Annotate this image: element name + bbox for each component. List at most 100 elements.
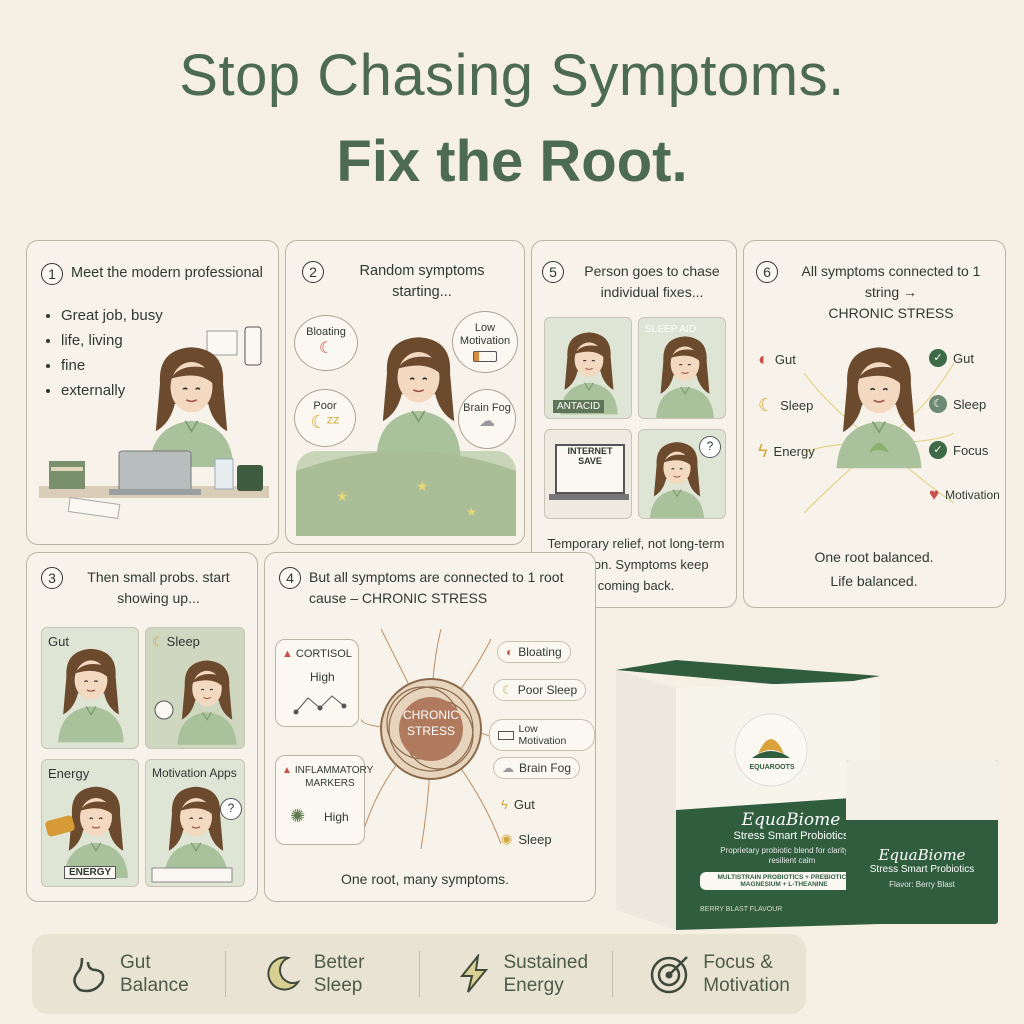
panel-5-chasing-fixes: 5 Person goes to chase individual fixes.… xyxy=(531,240,737,608)
lightning-icon: ϟ xyxy=(501,797,508,812)
moon-icon: ☾ xyxy=(502,683,513,697)
bed-illustration: ★ ★ ★ xyxy=(296,336,516,536)
bulb-icon: ◉ xyxy=(501,831,513,846)
lightning-icon xyxy=(459,954,488,993)
product-ingredients-band: MULTISTRAIN PROBIOTICS + PREBIOTICS MAGN… xyxy=(700,872,868,890)
tile-label: ☾Sleep xyxy=(152,634,200,649)
sleep-aid-label: SLEEP AID xyxy=(645,324,696,335)
sachet-subtitle: Stress Smart Probiotics xyxy=(869,864,975,875)
stomach-icon: ◐ xyxy=(758,349,769,369)
panel-title: But all symptoms are connected to 1 root… xyxy=(309,569,564,606)
tile-label: Energy xyxy=(48,766,90,781)
symptom-pill-low-motivation: Low Motivation xyxy=(489,719,595,751)
panel-4-caption: One root, many symptoms. xyxy=(340,871,510,887)
headline-line-2: Fix the Root. xyxy=(336,129,688,194)
antacid-tile: ANTACID xyxy=(544,317,632,419)
step-number: 1 xyxy=(41,263,63,285)
laptop-screen: INTERNET SAVE xyxy=(555,444,625,494)
panel-title: All symptoms connected to 1 string → xyxy=(801,263,981,300)
bullet: externally xyxy=(61,378,163,403)
heart-icon: ♥ xyxy=(929,485,940,504)
product-box: EQUAROOTS EquaBiome Stress Smart Probiot… xyxy=(616,660,880,930)
professional-desk-illustration xyxy=(39,326,269,519)
symptom-pill-bloating: ◐Bloating xyxy=(497,641,571,663)
moon-icon: ☾ᶻᶻ xyxy=(310,412,340,432)
left-gut-item: ◐Gut xyxy=(758,349,796,369)
bubble-label: Low Motivation xyxy=(459,322,511,347)
balanced-woman-illustration xyxy=(804,346,954,514)
antacid-label: ANTACID xyxy=(553,400,605,413)
left-sleep-item: ☾Sleep xyxy=(758,395,814,415)
chronic-stress-center: CHRONIC STRESS xyxy=(403,708,459,738)
right-sleep-item: ☾Sleep xyxy=(929,395,986,413)
target-icon xyxy=(651,956,689,994)
cortisol-value: High xyxy=(310,670,335,684)
sleep-tile: ☾Sleep xyxy=(145,627,245,749)
panel-1-modern-professional: 1 Meet the modern professional Great job… xyxy=(26,240,279,545)
panel-6-connected: 6 All symptoms connected to 1 string → C… xyxy=(743,240,1006,608)
check-icon: ✓ xyxy=(929,349,947,367)
virus-icon: ✺ xyxy=(290,806,306,826)
bullet: life, living xyxy=(61,328,163,353)
product-name: EquaBiome xyxy=(741,810,841,830)
stomach-icon: ◐ xyxy=(506,645,514,659)
energy-can-label: ENERGY xyxy=(64,866,117,879)
moon-icon: ☾ xyxy=(758,395,775,415)
product-sachet: EquaBiome Stress Smart Probiotics Flavor… xyxy=(846,760,998,924)
symptom-pill-brain-fog: ☁Brain Fog xyxy=(493,757,581,779)
arrow-up-icon: ▲ xyxy=(282,765,292,776)
bubble-label: Brain Fog xyxy=(463,402,511,414)
check-icon: ✓ xyxy=(929,441,947,459)
sleep-aid-tile: SLEEP AID xyxy=(638,317,726,419)
moon-icon: ☾ xyxy=(152,634,164,649)
right-motivation-item: ♥Motivation xyxy=(929,485,1000,504)
step-number: 2 xyxy=(302,261,324,283)
product-flavour: BERRY BLAST FLAVOUR xyxy=(700,906,783,913)
question-bubble: ? xyxy=(699,436,721,458)
question-bubble: ? xyxy=(220,798,242,820)
headline-line-1: Stop Chasing Symptoms. xyxy=(179,43,845,108)
stomach-icon xyxy=(73,957,105,993)
stress-tangle-diagram xyxy=(361,629,501,849)
right-focus-item: ✓Focus xyxy=(929,441,988,459)
cloud-icon: ☁ xyxy=(479,413,495,430)
inflammatory-value: High xyxy=(324,810,349,824)
tile-label: Motivation Apps xyxy=(152,766,237,780)
cortisol-callout: ▲CORTISOL High xyxy=(275,639,359,727)
stomach-icon: ☾ xyxy=(318,340,334,357)
brain-fog-bubble: Brain Fog ☁ xyxy=(458,389,516,449)
arrow-up-icon: ▲ xyxy=(282,648,293,660)
bloating-bubble: Bloating ☾ xyxy=(294,315,358,371)
moon-check-icon: ☾ xyxy=(929,395,947,413)
bubble-label: Bloating xyxy=(306,326,346,338)
low-motivation-bubble: Low Motivation xyxy=(452,311,518,373)
panel-title: Meet the modern professional xyxy=(71,265,263,281)
internet-label: INTERNET SAVE xyxy=(567,446,613,466)
sachet-name: EquaBiome xyxy=(878,846,966,864)
moon-icon xyxy=(267,956,301,991)
panel-title: Person goes to chase individual fixes... xyxy=(584,263,720,300)
panel-title: Random symptoms starting... xyxy=(359,263,485,300)
step-number: 5 xyxy=(542,261,564,283)
symptom-sleep: ◉Sleep xyxy=(501,831,552,847)
bullet: fine xyxy=(61,353,163,378)
right-gut-item: ✓Gut xyxy=(929,349,974,367)
panel-2-random-symptoms: 2 Random symptoms starting... ★ ★ ★ Bloa… xyxy=(285,240,525,545)
benefit-focus-motivation: Focus &Motivation xyxy=(612,951,806,997)
panel-title: Then small probs. start showing up... xyxy=(87,569,230,606)
internet-tile: INTERNET SAVE xyxy=(544,429,632,519)
molecule-icon xyxy=(293,695,347,715)
panel-3-small-problems: 3 Then small probs. start showing up... … xyxy=(26,552,258,902)
lightning-icon: ϟ xyxy=(758,441,768,461)
brand-label: EQUAROOTS xyxy=(749,764,795,771)
panel-6-caption: One root balanced. Life balanced. xyxy=(814,549,934,589)
step-number: 3 xyxy=(41,567,63,589)
symptom-pill-poor-sleep: ☾Poor Sleep xyxy=(493,679,587,701)
motivation-apps-tile: Motivation Apps ? xyxy=(145,759,245,887)
